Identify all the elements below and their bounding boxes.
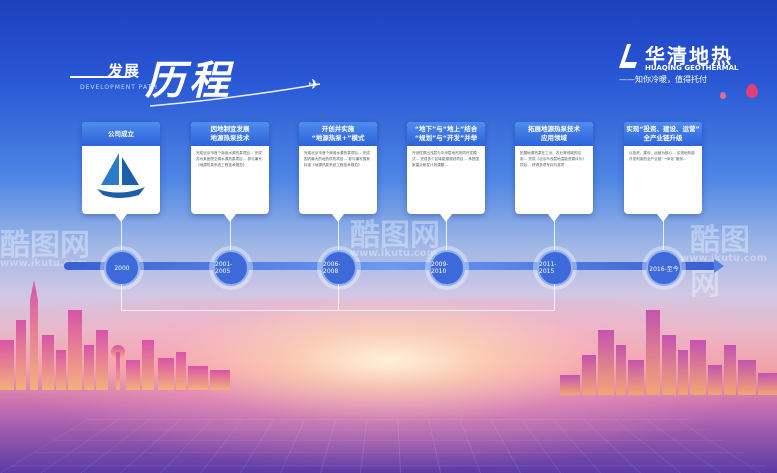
logo-name-cn: 华清地热 — [645, 44, 733, 68]
node-year: 2006-2008 — [323, 261, 341, 275]
timeline-bar — [64, 259, 724, 273]
milestone-title: 实现“投资、建设、运营”全产业链升级 — [624, 122, 702, 146]
milestone-body: 完成北京市首个商用水源热泵项目… 完成国内最大的地热供热项目… 参与编写国家标准… — [304, 151, 370, 167]
node-year: 2016-至今 — [649, 265, 679, 273]
balloon-icon — [720, 92, 726, 99]
floor-grid — [0, 419, 777, 473]
logo-slogan: ——知你冷暖，值得托付 — [619, 75, 707, 84]
swoosh-decoration — [150, 83, 321, 107]
timeline-node[interactable]: 2006-2008 — [321, 250, 357, 286]
watermark-right: 酷图网 — [690, 223, 750, 302]
milestone-body: 拓展地源热泵在工业、农业等领域的应用… 完成《北京市浅层地温能资源评价》项目… … — [520, 151, 586, 167]
connector-line — [230, 214, 231, 250]
watermark-mid: 酷图网 — [350, 218, 440, 253]
connector-line — [663, 214, 664, 250]
milestone-card-2000: 公司成立 — [82, 122, 160, 222]
company-logo: 华清地热 HUAQING GEOTHERMAL ——知你冷暖，值得托付 — [615, 40, 765, 110]
milestone-title: “地下”与“地上”结合“规划”与“开发”并举 — [407, 122, 485, 146]
milestone-title: 公司成立 — [82, 122, 160, 146]
node-year: 2009-2010 — [431, 261, 449, 275]
balloon-icon — [746, 84, 758, 98]
milestone-body: 开创性提出浅层与中深层地热协同开发模式… 完成多个区域能源规划项目… 承担国家重… — [412, 151, 479, 167]
milestone-card-2011: 拓展地源热泵技术应用领域 拓展地源热泵在工业、农业等领域的应用… 完成《北京市浅… — [515, 122, 593, 222]
milestone-title: 拓展地源热泵技术应用领域 — [515, 122, 593, 146]
connector-line — [554, 214, 555, 250]
milestone-body: 以投资、建设、运营为核心… 实现地热能开发利用的全产业链“一体化”服务… — [629, 151, 695, 161]
timeline-node[interactable]: 2016-至今 — [646, 250, 682, 286]
connector-line — [121, 214, 122, 250]
milestone-card-2006: 开创并实施“地源热泵+”模式 完成北京市首个商用水源热泵项目… 完成国内最大的地… — [299, 122, 377, 222]
connector-line — [338, 214, 339, 250]
milestone-card-2016: 实现“投资、建设、运营”全产业链升级 以投资、建设、运营为核心… 实现地热能开发… — [624, 122, 702, 222]
timeline-node[interactable]: 2009-2010 — [429, 250, 465, 286]
logo-mark-icon — [619, 44, 637, 68]
milestone-title: 因地制宜发展地源热泵技术 — [191, 122, 269, 146]
watermark-left: 酷图网 — [0, 228, 90, 263]
node-year: 2000 — [114, 264, 130, 272]
watermark-mid-url: www.ikutu.com — [350, 248, 437, 259]
title-big: 历程 — [145, 57, 233, 104]
timeline-node[interactable]: 2011-2015 — [537, 250, 573, 286]
milestone-title: 开创并实施“地源热泵+”模式 — [299, 122, 377, 146]
bracket-drop — [121, 284, 122, 310]
milestone-body: 完成北京市首个商用水源热泵项目… 完成苏州某医院空调水源热泵项目… 参与编写《地… — [196, 151, 262, 167]
milestone-card-2009: “地下”与“地上”结合“规划”与“开发”并举 开创性提出浅层与中深层地热协同开发… — [407, 122, 485, 222]
skyline-left — [0, 280, 230, 390]
sailboat-icon — [82, 146, 160, 206]
title-line — [70, 76, 130, 78]
node-year: 2001-2005 — [215, 261, 233, 275]
connector-line — [446, 214, 447, 250]
skyline-right — [560, 310, 777, 395]
timeline-node[interactable]: 2000 — [104, 250, 140, 286]
watermark-right-url: www.ikutu.com — [680, 253, 767, 264]
timeline-node[interactable]: 2001-2005 — [213, 250, 249, 286]
milestone-card-2001: 因地制宜发展地源热泵技术 完成北京市首个商用水源热泵项目… 完成苏州某医院空调水… — [191, 122, 269, 222]
logo-name-en: HUAQING GEOTHERMAL — [645, 64, 739, 72]
airplane-icon: ✈ — [308, 77, 320, 93]
bracket-drop — [338, 284, 339, 310]
node-year: 2011-2015 — [539, 261, 557, 275]
watermark-left-url: www.ikutu.com — [0, 258, 87, 269]
title-small: 发展 — [108, 62, 141, 80]
bracket-drop — [554, 284, 555, 310]
bracket-line — [121, 310, 555, 311]
title-sub: DEVELOPMENT PATH — [80, 84, 158, 91]
